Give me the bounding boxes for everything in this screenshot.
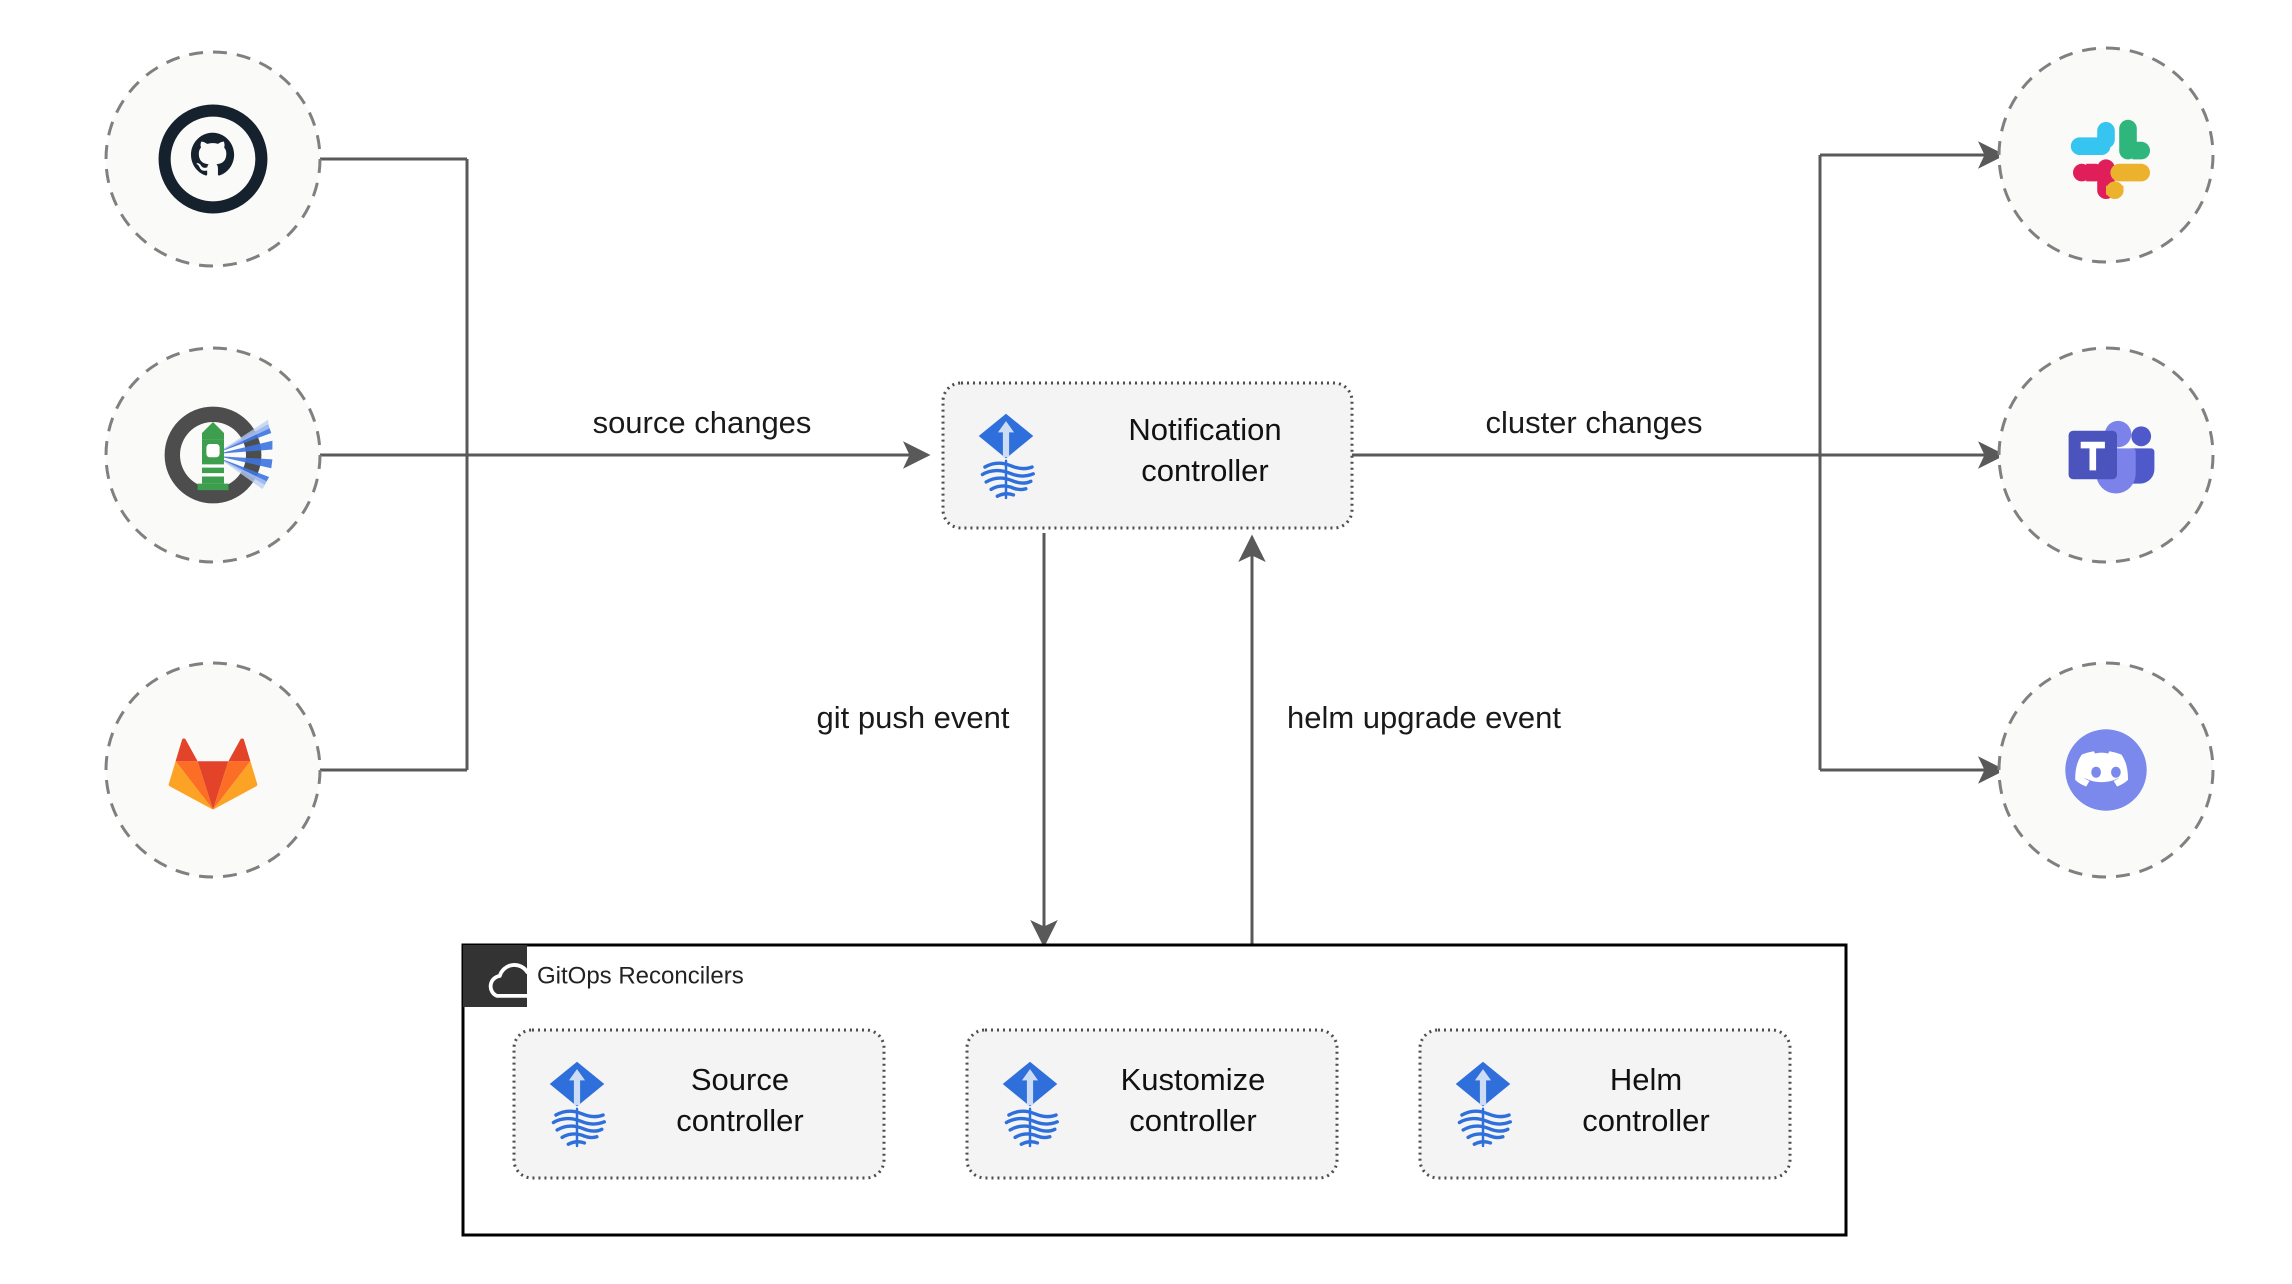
helm-controller-label-line1: Helm bbox=[1610, 1062, 1682, 1097]
kustomize-controller-node[interactable]: Kustomize controller bbox=[965, 1028, 1339, 1180]
edge-label-source-changes: source changes bbox=[593, 405, 812, 440]
source-nodes bbox=[104, 50, 322, 879]
source-node-gitlab[interactable] bbox=[104, 661, 322, 879]
source-controller-label-line1: Source bbox=[691, 1062, 789, 1097]
helm-controller-label-line2: controller bbox=[1582, 1103, 1710, 1138]
edge-label-git-push-event: git push event bbox=[816, 700, 1009, 735]
source-node-flux[interactable] bbox=[104, 346, 322, 564]
destination-node-slack[interactable] bbox=[1997, 46, 2215, 264]
kustomize-controller-label-line1: Kustomize bbox=[1121, 1062, 1266, 1097]
edge-source-changes bbox=[290, 157, 931, 772]
edge-label-layer: source changes cluster changes git push … bbox=[565, 400, 1765, 742]
notification-controller-node[interactable]: Notification controller bbox=[941, 381, 1354, 530]
notification-controller-label-line2: controller bbox=[1141, 453, 1269, 488]
notification-controller-label-line1: Notification bbox=[1128, 412, 1281, 447]
source-controller-node[interactable]: Source controller bbox=[512, 1028, 886, 1180]
destination-node-discord[interactable] bbox=[1997, 661, 2215, 879]
discord-icon bbox=[2065, 729, 2147, 811]
helm-controller-node[interactable]: Helm controller bbox=[1418, 1028, 1792, 1180]
kustomize-controller-label-line2: controller bbox=[1129, 1103, 1257, 1138]
source-controller-label-line2: controller bbox=[676, 1103, 804, 1138]
destination-node-teams[interactable] bbox=[1997, 346, 2215, 564]
edge-cluster-changes bbox=[1352, 141, 2006, 784]
gitops-reconcilers-label: GitOps Reconcilers bbox=[537, 962, 744, 989]
edge-label-cluster-changes: cluster changes bbox=[1485, 405, 1702, 440]
gitops-reconcilers-group: GitOps Reconcilers Source controller Kus… bbox=[461, 943, 1848, 1237]
destination-nodes bbox=[1997, 46, 2215, 879]
edge-label-helm-upgrade-event: helm upgrade event bbox=[1287, 700, 1561, 735]
source-node-github[interactable] bbox=[104, 50, 322, 268]
